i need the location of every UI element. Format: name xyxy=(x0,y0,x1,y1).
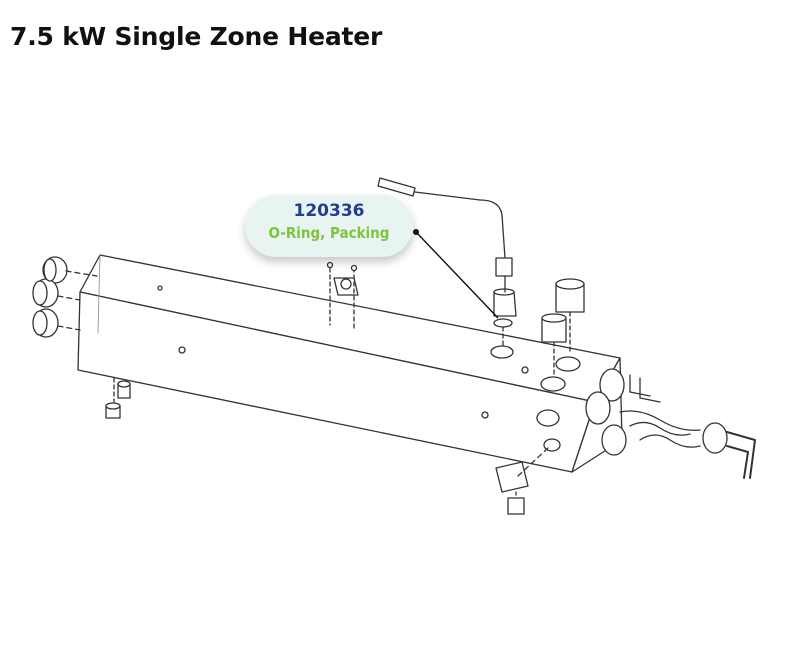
callout-leader-line xyxy=(413,229,499,319)
rtd-sensor-probe xyxy=(377,177,517,317)
bottom-left-plug xyxy=(105,377,131,419)
part-callout: 120336 O-Ring, Packing xyxy=(245,195,413,257)
part-number-label: 120336 xyxy=(293,201,365,221)
page-title: 7.5 kW Single Zone Heater xyxy=(10,22,383,51)
part-name-label: O-Ring, Packing xyxy=(268,224,390,242)
top-fittings xyxy=(540,278,585,392)
left-end-caps xyxy=(32,256,98,338)
thermostat-bracket xyxy=(326,261,359,329)
o-ring-packing xyxy=(493,318,513,328)
front-fittings xyxy=(495,409,561,515)
heater-element xyxy=(585,368,756,479)
